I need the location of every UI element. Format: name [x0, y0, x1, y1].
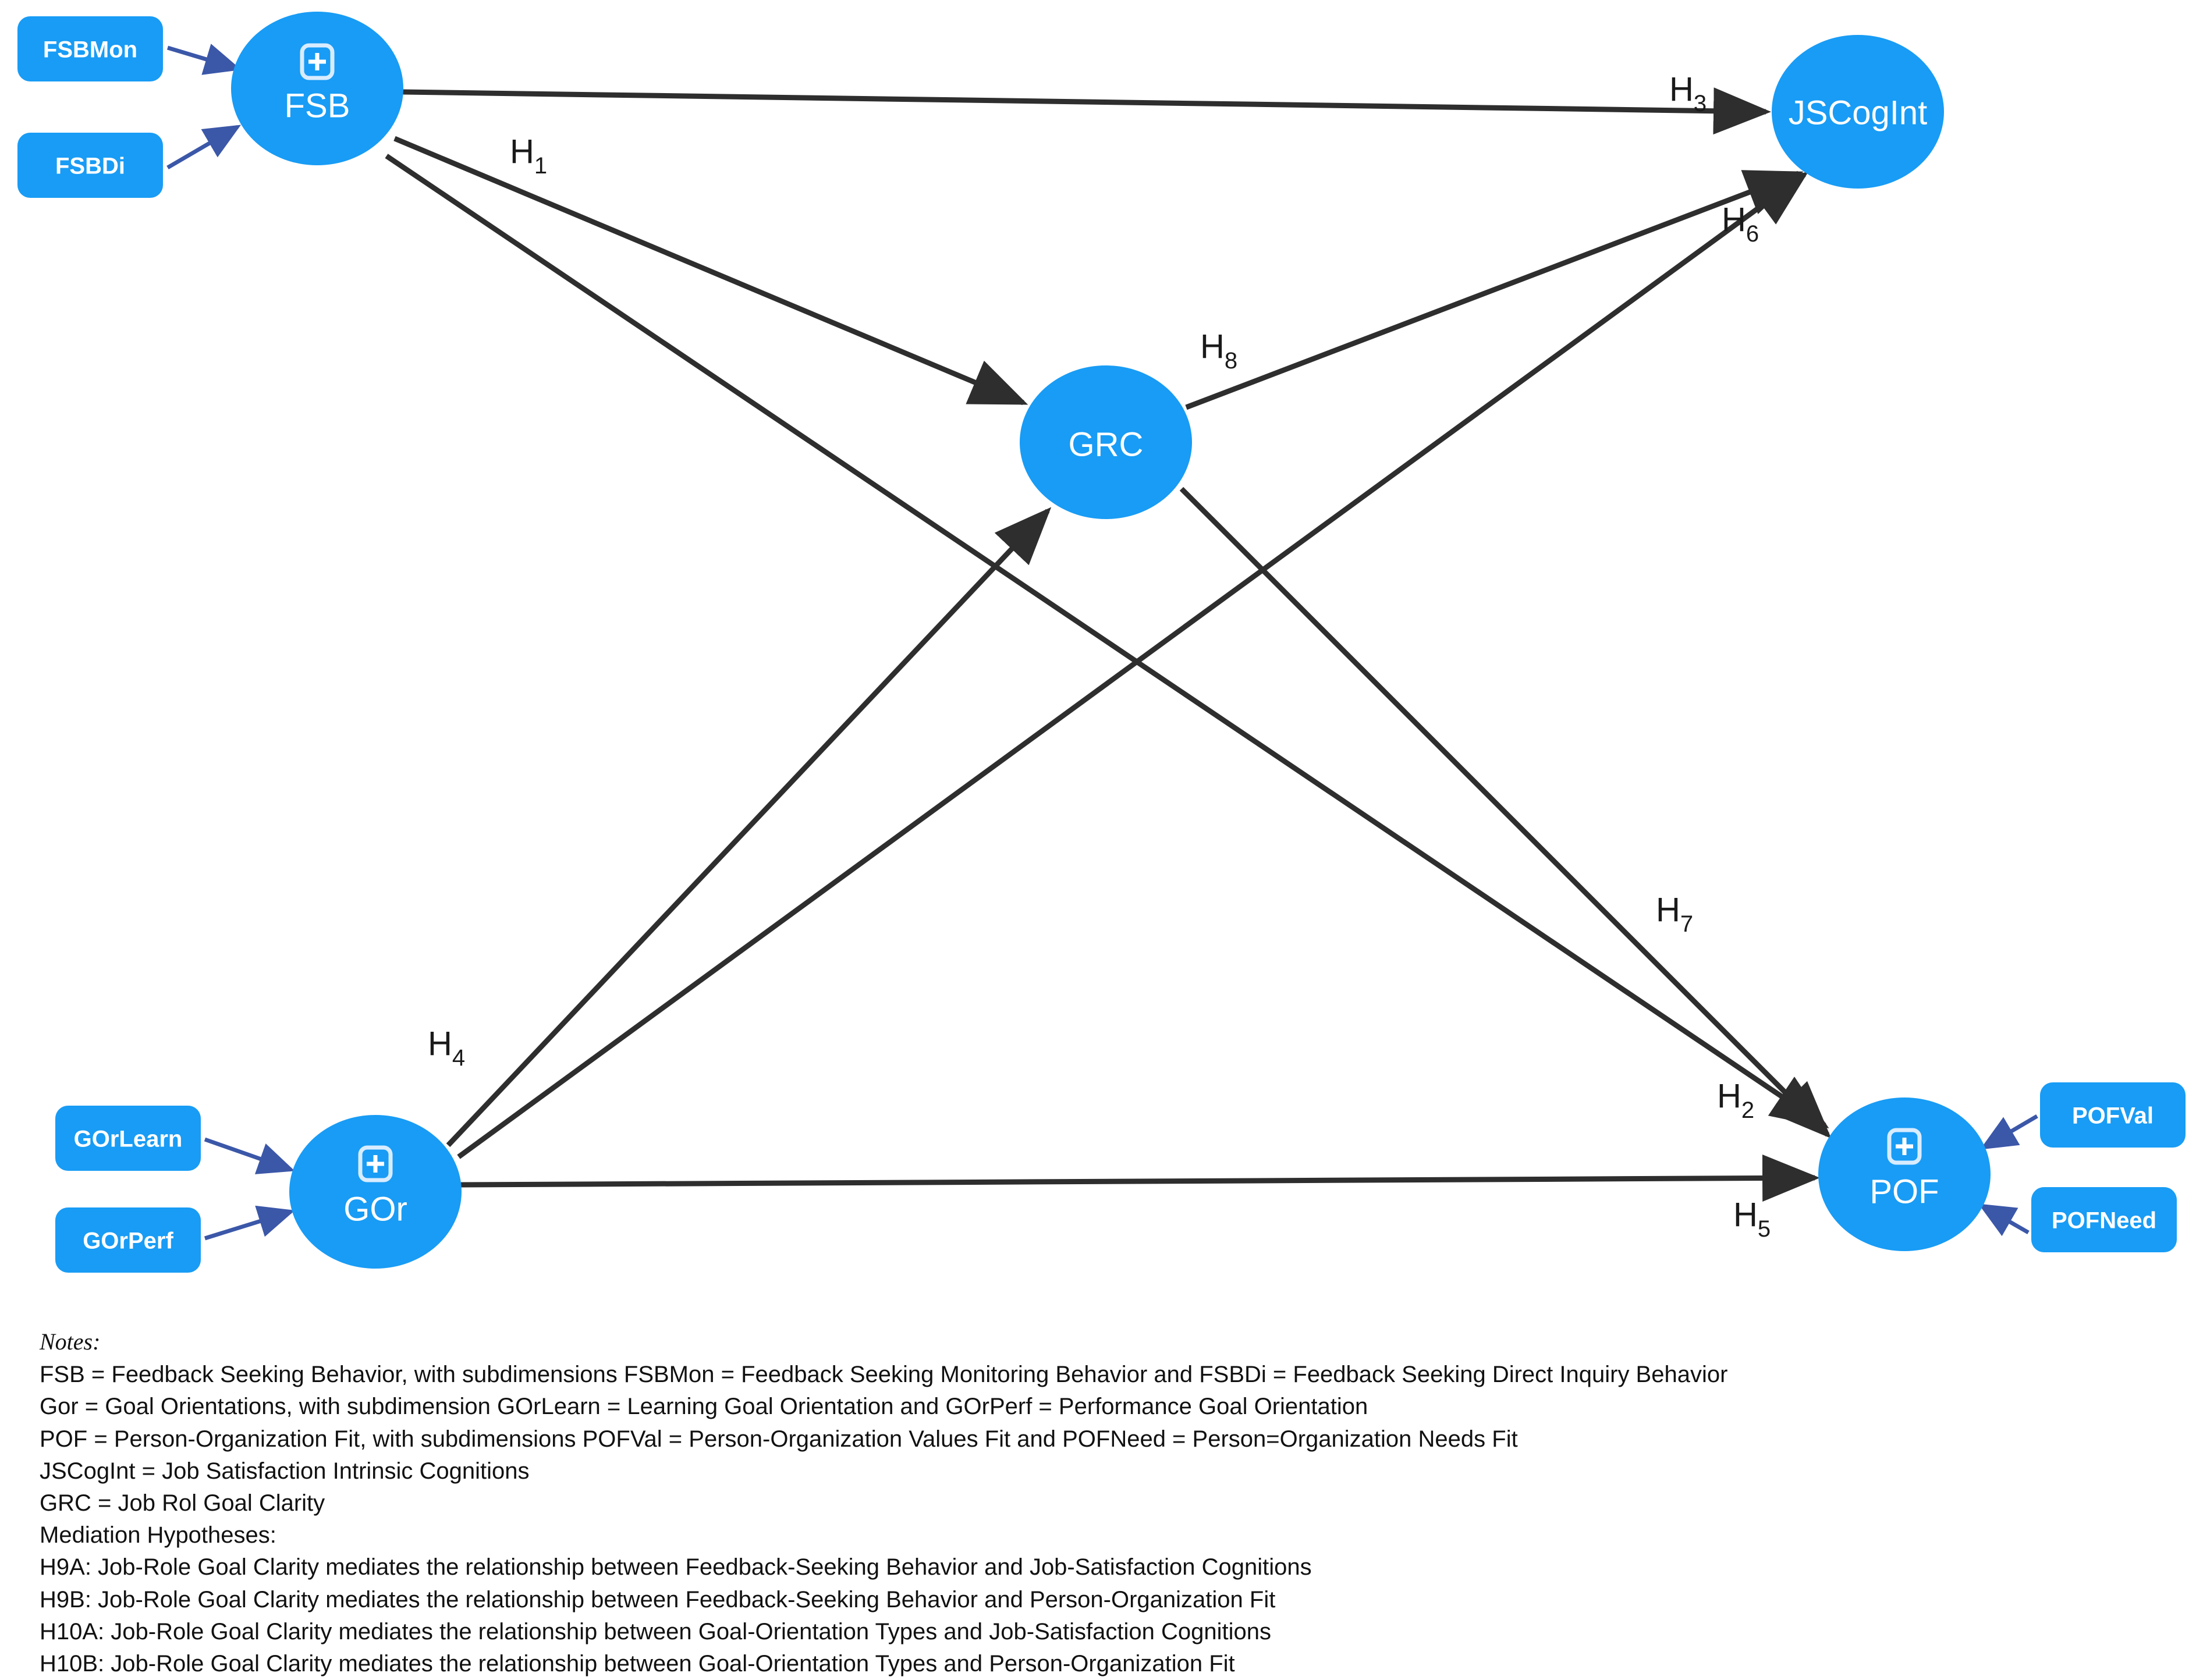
plus-box-icon-fsb — [300, 43, 335, 80]
path-h2-grc-to-pof — [1179, 486, 1832, 1139]
latent-node-gor[interactable]: GOr — [289, 1115, 462, 1269]
indicator-gorperf[interactable]: GOrPerf — [55, 1207, 201, 1273]
path-h7-fsb-to-pof — [385, 154, 1829, 1129]
hypothesis-label-h8: H8 — [1200, 328, 1237, 373]
indicator-fsbmon[interactable]: FSBMon — [17, 16, 163, 81]
notes-line-fsb: FSB = Feedback Seeking Behavior, with su… — [40, 1362, 1728, 1388]
indicator-label-gorperf: GOrPerf — [83, 1228, 173, 1254]
notes-block: Notes: FSB = Feedback Seeking Behavior, … — [40, 1326, 2018, 1680]
notes-line-h9b: H9B: Job-Role Goal Clarity mediates the … — [40, 1586, 1276, 1612]
latent-node-pof[interactable]: POF — [1818, 1097, 1991, 1251]
notes-line-h9a: H9A: Job-Role Goal Clarity mediates the … — [40, 1554, 1312, 1580]
hypothesis-labels-group: H1 H2 H3 H4 H5 H6 H7 H8 — [428, 70, 1771, 1241]
latent-label-fsb: FSB — [285, 87, 350, 125]
indicator-label-fsbdi: FSBDi — [55, 154, 125, 179]
measurement-arrow-gorlearn — [204, 1137, 295, 1174]
latent-label-gor: GOr — [343, 1190, 407, 1228]
indicator-label-pofneed: POFNeed — [2052, 1208, 2156, 1234]
structural-paths-group — [385, 87, 1832, 1202]
notes-line-gor: Gor = Goal Orientations, with subdimensi… — [40, 1394, 1368, 1420]
notes-line-mediation-heading: Mediation Hypotheses: — [40, 1522, 276, 1548]
indicator-label-fsbmon: FSBMon — [43, 37, 137, 63]
latent-label-grc: GRC — [1069, 425, 1144, 463]
notes-line-pof: POF = Person-Organization Fit, with subd… — [40, 1426, 1518, 1452]
plus-box-icon-pof — [1887, 1128, 1922, 1165]
measurement-arrow-pofval — [1979, 1114, 2038, 1150]
hypothesis-label-h1: H1 — [510, 133, 547, 178]
measurement-arrows-group — [166, 44, 2038, 1241]
latent-node-grc[interactable]: GRC — [1020, 365, 1192, 519]
latent-label-pof: POF — [1869, 1173, 1939, 1210]
indicator-boxes-group: FSBMon FSBDi GOrLearn GOrPerf POFVal POF… — [17, 16, 2186, 1273]
hypothesis-label-h4: H4 — [428, 1025, 465, 1070]
measurement-arrow-pofneed — [1978, 1203, 2030, 1237]
hypothesis-label-h6: H6 — [1722, 201, 1759, 246]
hypothesis-label-h5: H5 — [1733, 1196, 1771, 1241]
measurement-arrow-gorperf — [204, 1205, 295, 1241]
plus-box-icon-gor — [358, 1145, 393, 1182]
notes-line-h10a: H10A: Job-Role Goal Clarity mediates the… — [40, 1618, 1271, 1645]
notes-heading: Notes: — [40, 1329, 101, 1355]
hypothesis-label-h3: H3 — [1669, 70, 1707, 116]
indicator-pofval[interactable]: POFVal — [2040, 1082, 2186, 1148]
notes-line-grc: GRC = Job Rol Goal Clarity — [40, 1490, 325, 1516]
path-h4-gor-to-grc — [446, 507, 1052, 1148]
notes-line-jscogint: JSCogInt = Job Satisfaction Intrinsic Co… — [40, 1458, 530, 1484]
latent-nodes-group: FSB GRC JSCogInt GOr — [231, 12, 1991, 1269]
hypothesis-label-h7: H7 — [1656, 891, 1693, 936]
hypothesis-label-h2: H2 — [1717, 1077, 1754, 1123]
measurement-arrow-fsbdi — [166, 125, 242, 170]
notes-line-h10b: H10B: Job-Role Goal Clarity mediates the… — [40, 1650, 1235, 1677]
path-h3-fsb-to-jscogint — [402, 87, 1771, 135]
path-h5-gor-to-pof — [460, 1154, 1820, 1202]
indicator-pofneed[interactable]: POFNeed — [2031, 1187, 2177, 1252]
measurement-arrow-fsbmon — [166, 44, 242, 75]
indicator-fsbdi[interactable]: FSBDi — [17, 133, 163, 198]
path-h1-fsb-to-grc — [393, 136, 1028, 406]
latent-label-jscogint: JSCogInt — [1789, 94, 1928, 132]
indicator-gorlearn[interactable]: GOrLearn — [55, 1106, 201, 1171]
indicator-label-pofval: POFVal — [2072, 1103, 2154, 1129]
latent-node-jscogint[interactable]: JSCogInt — [1772, 35, 1944, 189]
path-h6-gor-to-jscogint — [457, 171, 1809, 1159]
indicator-label-gorlearn: GOrLearn — [74, 1127, 183, 1152]
latent-node-fsb[interactable]: FSB — [231, 12, 403, 165]
path-h8-grc-to-jscogint — [1185, 170, 1804, 410]
